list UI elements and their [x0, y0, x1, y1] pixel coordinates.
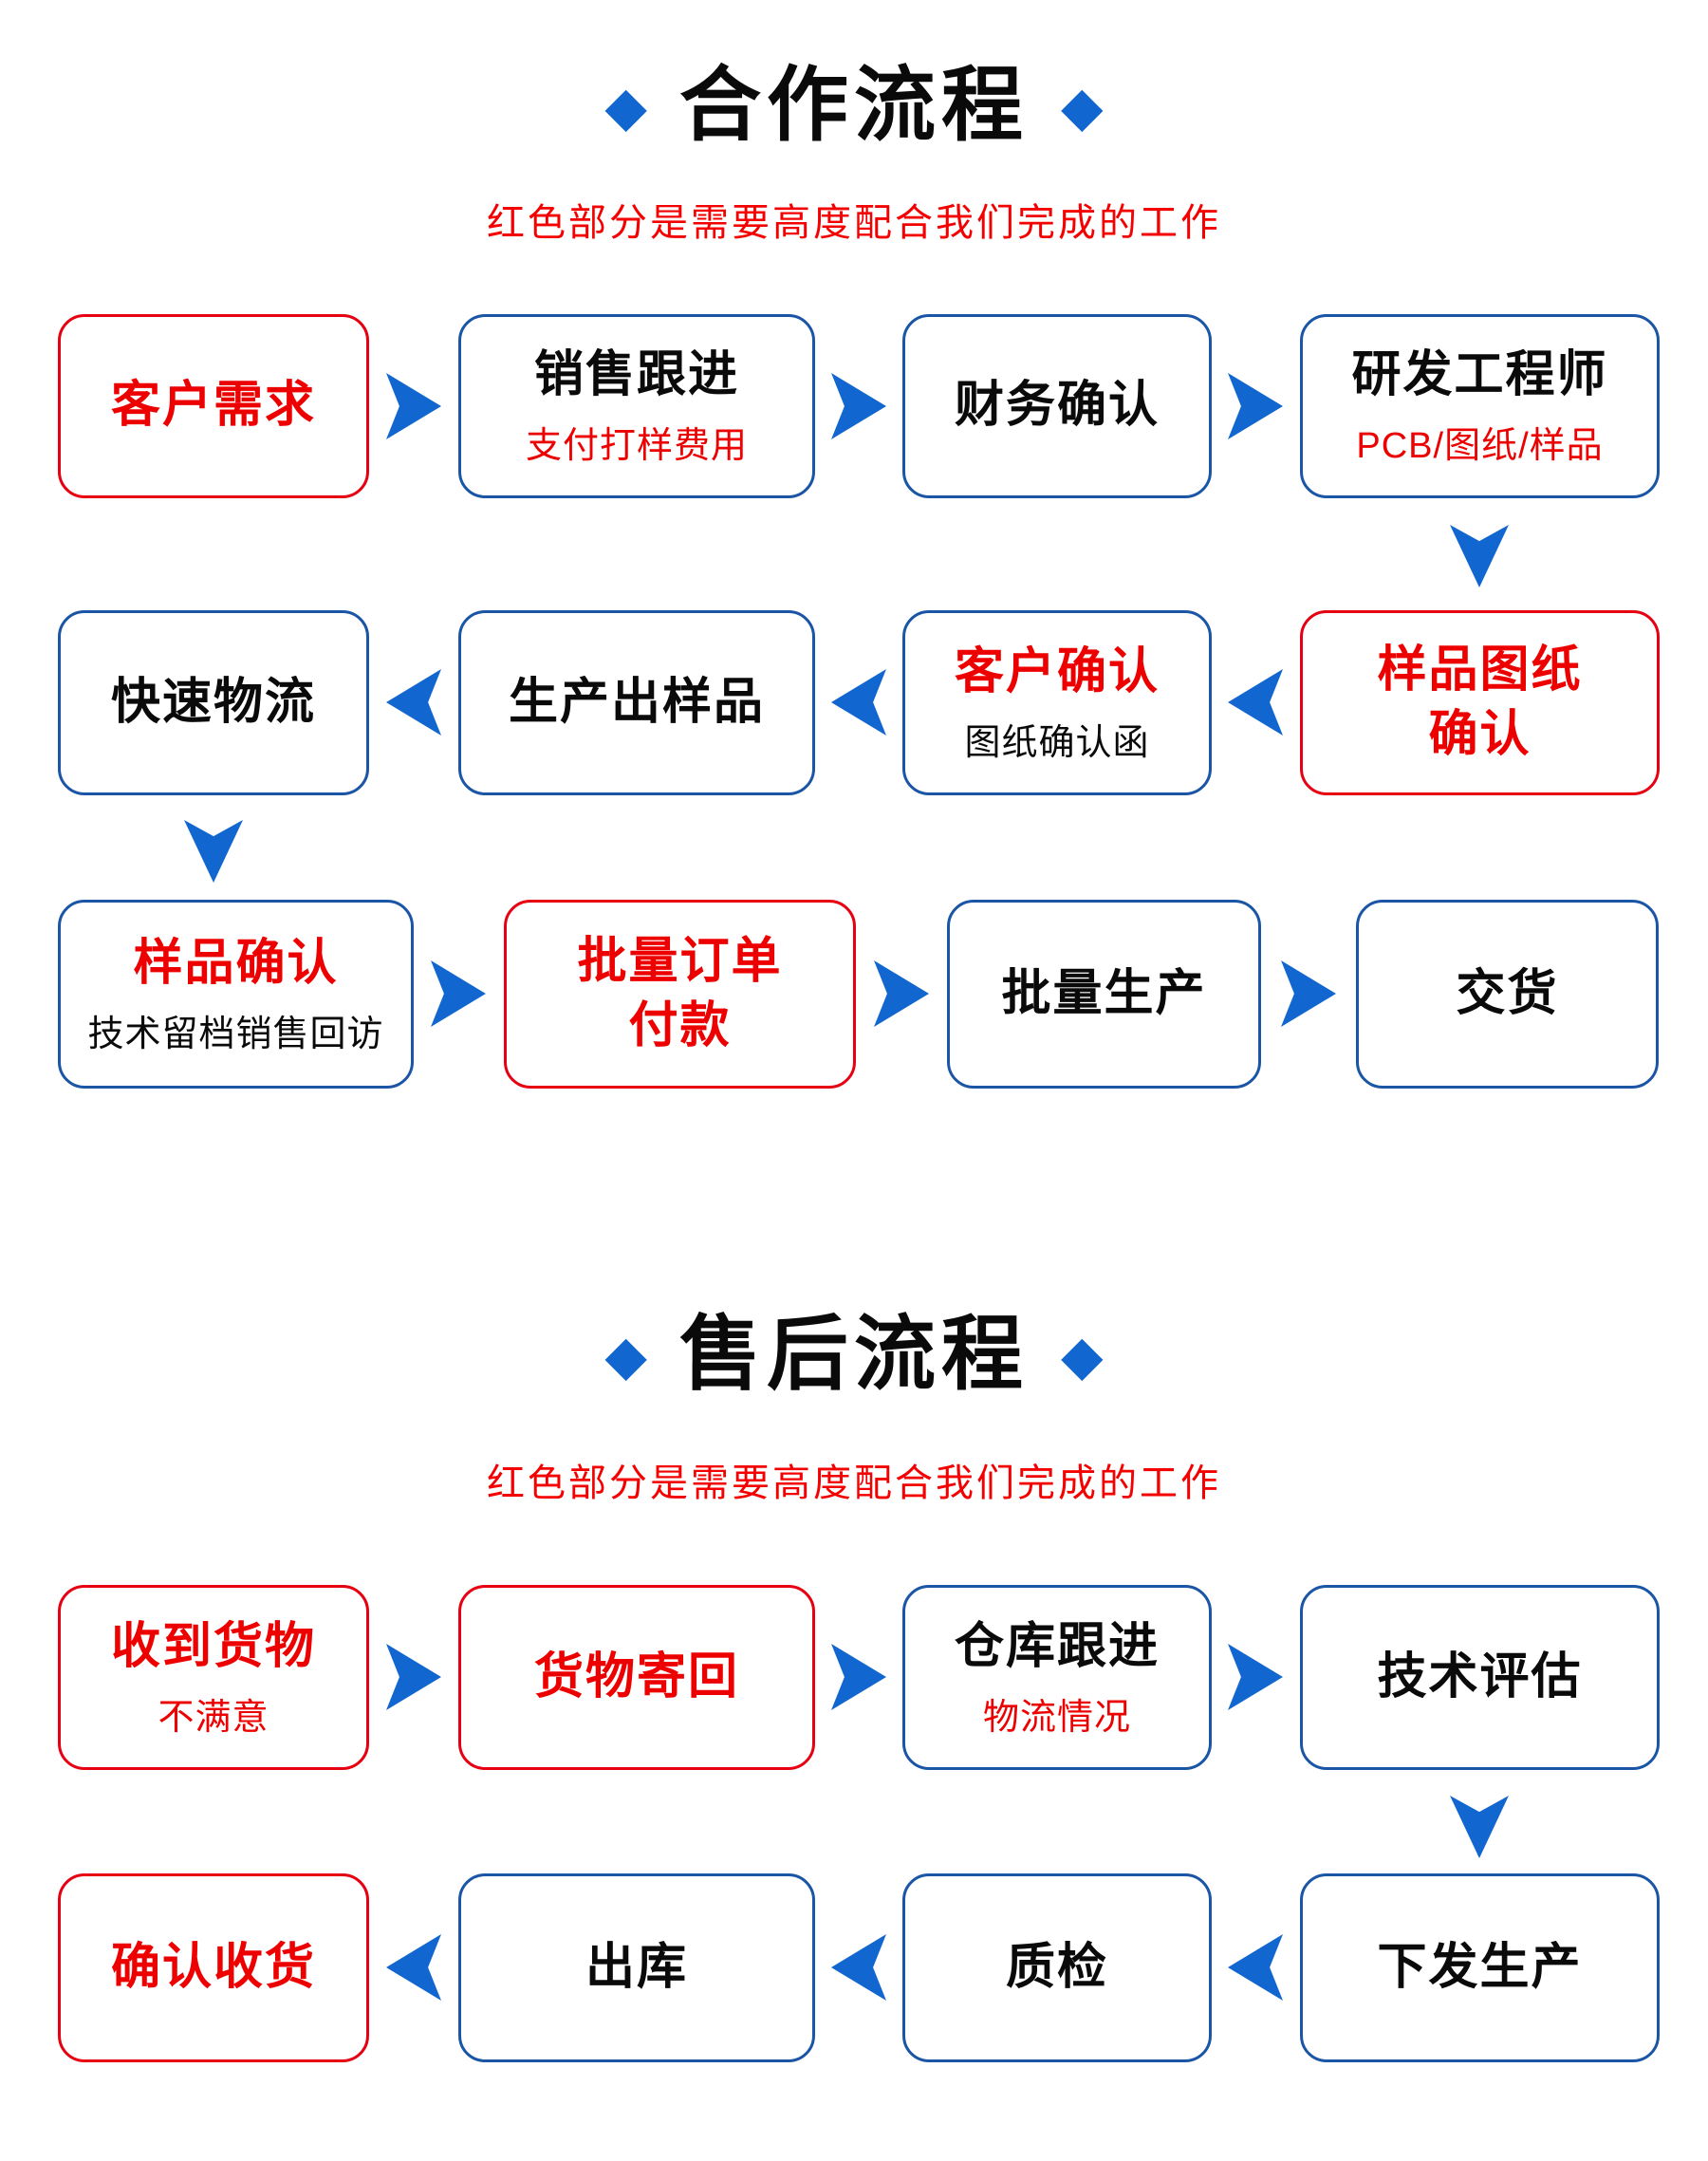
box-title: 仓库跟进 — [954, 1618, 1160, 1674]
box-title: 研发工程师 — [1351, 347, 1608, 403]
arrow-right-icon — [386, 1644, 441, 1710]
flow-box-goods-received: 收到货物 不满意 — [58, 1585, 369, 1770]
flow-box-quality-inspection: 质检 — [902, 1873, 1212, 2062]
flow-box-finance-confirm: 财务确认 — [902, 314, 1212, 498]
section-title-after-sales: ◆ 售后流程 ◆ — [0, 1308, 1708, 1402]
box-subtitle: 技术留档销售回访 — [87, 1014, 384, 1054]
box-title: 批量订单 付款 — [577, 933, 783, 1053]
flow-box-goods-return: 货物寄回 — [458, 1585, 815, 1770]
arrow-down-icon — [184, 820, 243, 883]
box-subtitle: PCB/图纸/样品 — [1356, 426, 1604, 466]
flow-box-fast-logistics: 快速物流 — [58, 610, 369, 795]
arrow-left-icon — [1228, 1934, 1283, 2001]
flow-box-sales-follow-up: 销售跟进 支付打样费用 — [458, 314, 815, 498]
box-subtitle: 支付打样费用 — [525, 426, 748, 466]
flow-box-customer-confirm: 客户确认 图纸确认函 — [902, 610, 1212, 795]
box-title: 样品确认 — [133, 935, 339, 991]
box-title: 客户确认 — [954, 643, 1160, 699]
flow-box-customer-demand: 客户需求 — [58, 314, 369, 498]
section-subtitle: 红色部分是需要高度配合我们完成的工作 — [487, 202, 1221, 244]
diamond-icon: ◆ — [604, 76, 647, 139]
box-title: 确认收货 — [110, 1939, 316, 1995]
box-subtitle: 物流情况 — [982, 1697, 1131, 1738]
arrow-left-icon — [831, 669, 886, 736]
section-title-cooperation: ◆ 合作流程 ◆ — [0, 59, 1708, 153]
flow-box-bulk-order-payment: 批量订单 付款 — [504, 900, 856, 1089]
box-subtitle: 图纸确认函 — [964, 722, 1150, 763]
box-title: 生产出样品 — [508, 674, 765, 730]
arrow-left-icon — [1228, 669, 1283, 736]
flow-box-sample-drawing-confirm: 样品图纸 确认 — [1300, 610, 1660, 795]
box-title: 出库 — [585, 1939, 688, 1995]
diamond-icon: ◆ — [604, 1325, 647, 1388]
diamond-icon: ◆ — [1061, 76, 1104, 139]
box-title: 收到货物 — [110, 1618, 316, 1674]
flow-box-sample-confirm: 样品确认 技术留档销售回访 — [58, 900, 414, 1089]
arrow-right-icon — [831, 373, 886, 439]
box-title: 客户需求 — [110, 378, 316, 434]
box-title: 批量生产 — [1001, 965, 1207, 1021]
box-title: 财务确认 — [954, 378, 1160, 434]
arrow-right-icon — [1281, 960, 1336, 1027]
box-title: 销售跟进 — [533, 347, 739, 403]
flow-box-technical-evaluation: 技术评估 — [1300, 1585, 1660, 1770]
box-title: 快速物流 — [110, 674, 316, 730]
box-title: 下发生产 — [1377, 1939, 1583, 1995]
arrow-right-icon — [386, 373, 441, 439]
flow-box-produce-sample: 生产出样品 — [458, 610, 815, 795]
box-title: 技术评估 — [1377, 1649, 1583, 1705]
arrow-left-icon — [386, 669, 441, 736]
box-title: 交货 — [1456, 965, 1559, 1021]
section-title-text: 售后流程 — [679, 1309, 1029, 1400]
arrow-right-icon — [874, 960, 929, 1027]
flow-box-mass-production: 批量生产 — [947, 900, 1261, 1089]
arrow-right-icon — [1228, 373, 1283, 439]
diamond-icon: ◆ — [1061, 1325, 1104, 1388]
arrow-left-icon — [386, 1934, 441, 2001]
flow-box-warehouse-follow-up: 仓库跟进 物流情况 — [902, 1585, 1212, 1770]
box-title: 质检 — [1005, 1939, 1108, 1995]
box-title: 样品图纸 确认 — [1377, 642, 1583, 762]
flow-box-delivery: 交货 — [1356, 900, 1659, 1089]
arrow-left-icon — [831, 1934, 886, 2001]
flow-box-out-of-warehouse: 出库 — [458, 1873, 815, 2062]
arrow-right-icon — [431, 960, 486, 1027]
flow-box-issue-production: 下发生产 — [1300, 1873, 1660, 2062]
arrow-right-icon — [1228, 1644, 1283, 1710]
section-subtitle: 红色部分是需要高度配合我们完成的工作 — [487, 1462, 1221, 1504]
arrow-down-icon — [1450, 1796, 1509, 1858]
arrow-down-icon — [1450, 525, 1509, 587]
flow-box-confirm-receipt: 确认收货 — [58, 1873, 369, 2062]
flow-box-rd-engineer: 研发工程师 PCB/图纸/样品 — [1300, 314, 1660, 498]
box-title: 货物寄回 — [533, 1649, 739, 1705]
arrow-right-icon — [831, 1644, 886, 1710]
section-title-text: 合作流程 — [679, 60, 1029, 151]
box-subtitle: 不满意 — [158, 1697, 269, 1738]
